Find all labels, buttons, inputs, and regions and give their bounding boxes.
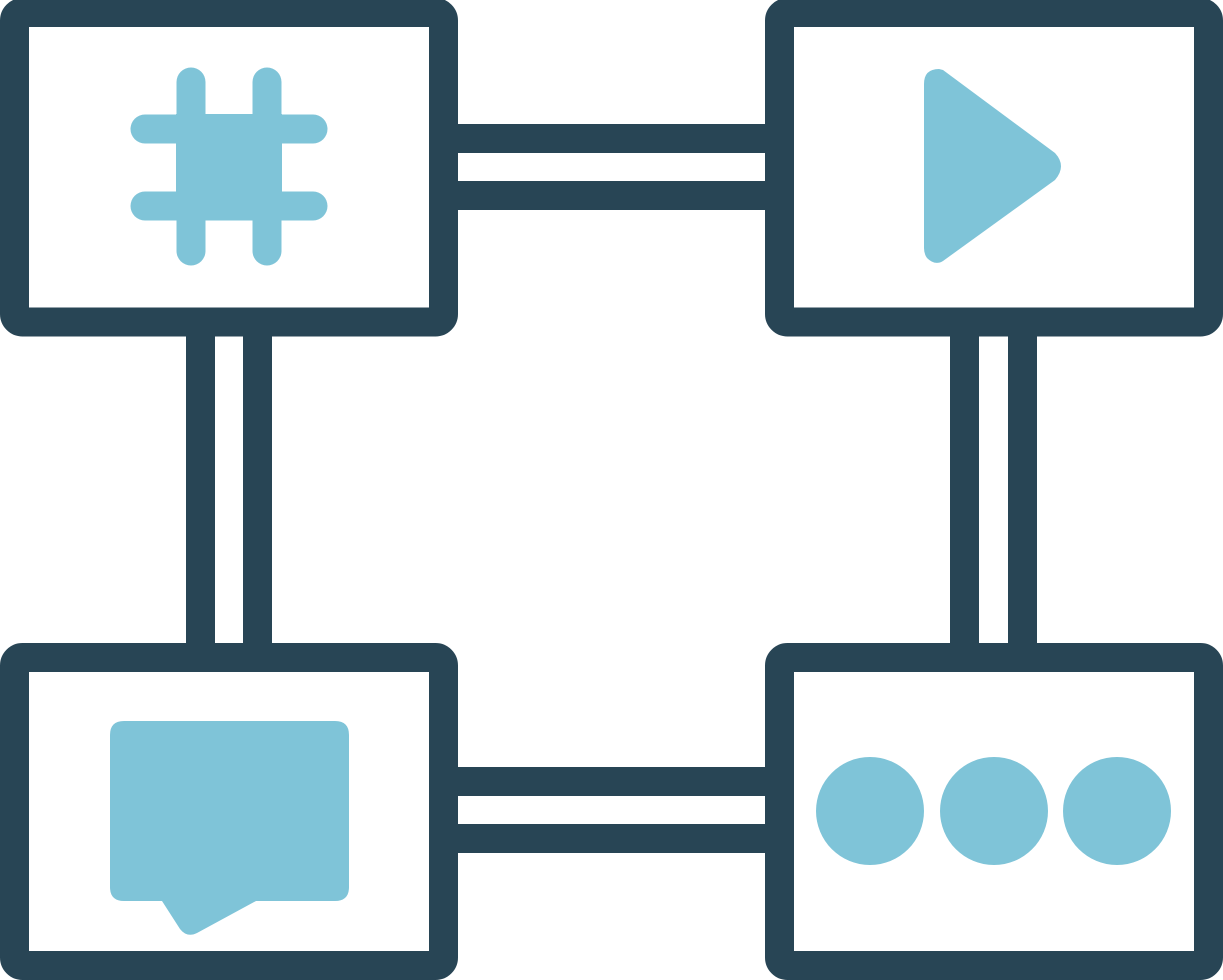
connector-right bbox=[950, 333, 1037, 646]
dot-2 bbox=[940, 757, 1048, 865]
speech-bubble-icon bbox=[110, 721, 349, 935]
dot-3 bbox=[1063, 757, 1171, 865]
more-dots-icon bbox=[816, 757, 1171, 865]
connector-bottom bbox=[455, 767, 768, 853]
play-icon bbox=[924, 69, 1061, 263]
hashtag-center-fill bbox=[176, 114, 282, 220]
dot-1 bbox=[816, 757, 924, 865]
connector-left bbox=[186, 333, 272, 646]
connector-top bbox=[455, 124, 768, 210]
